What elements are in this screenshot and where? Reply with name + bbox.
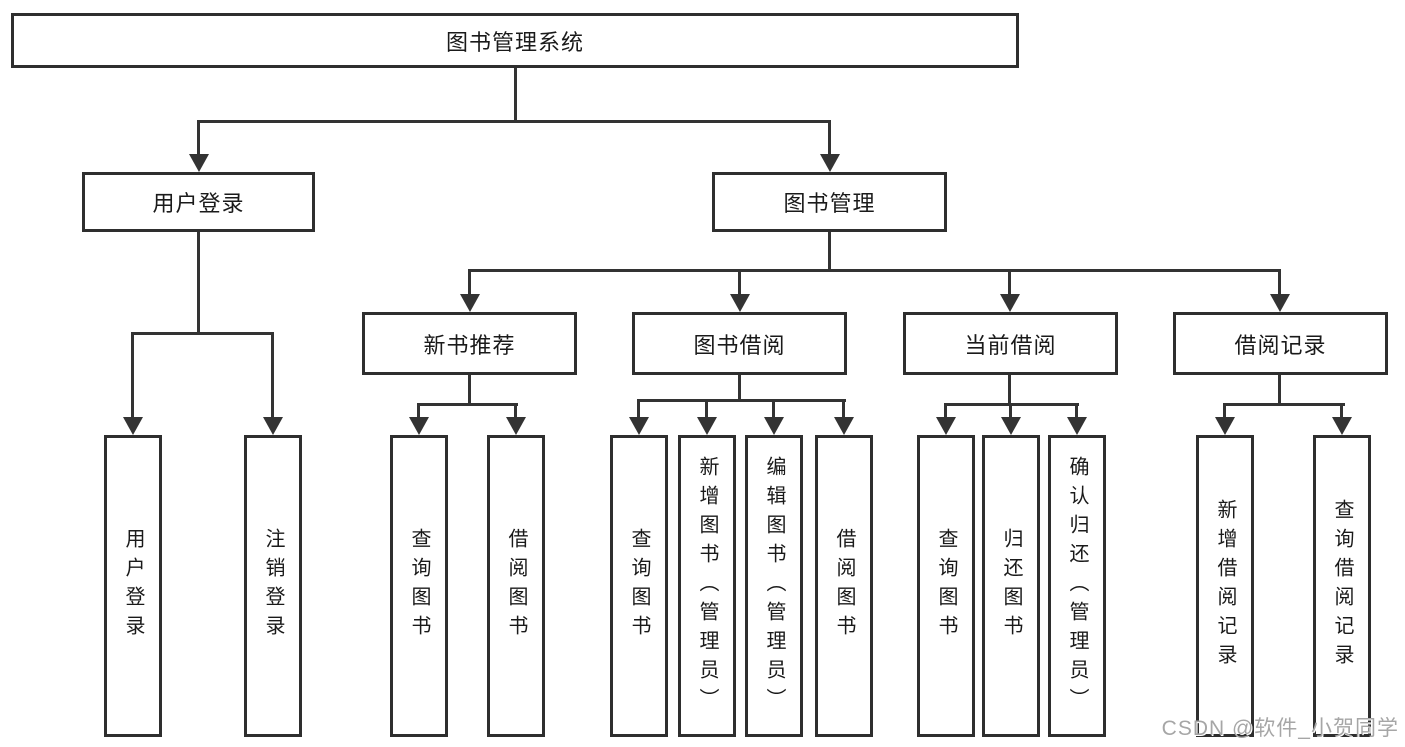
connector-hline [197,120,831,123]
connector-vline [705,399,708,419]
connector-arrow-down [1215,417,1235,435]
leaf-user-login: 用户登录 [104,435,162,737]
node-root: 图书管理系统 [11,13,1019,68]
node-root-label: 图书管理系统 [445,29,584,55]
node-borrow-records-label: 借阅记录 [1234,332,1327,358]
connector-vline [417,403,420,419]
connector-vline [1075,403,1078,419]
connector-arrow-down [409,417,429,435]
connector-arrow-down [460,294,480,312]
leaf-borrow-books: 借阅图书 [815,435,873,737]
connector-vline [1008,375,1011,406]
connector-arrow-down [506,417,526,435]
node-user-login: 用户登录 [82,172,315,232]
connector-arrow-down [697,417,717,435]
connector-vline [1223,403,1226,419]
leaf-query-books-recommend-label: 查询图书 [408,528,430,644]
connector-vline [1278,269,1281,295]
node-new-book-recommend: 新书推荐 [362,312,577,375]
connector-vline [738,269,741,295]
connector-arrow-down [263,417,283,435]
connector-vline [197,232,200,335]
connector-vline [772,399,775,419]
connector-vline [271,332,274,418]
connector-vline [738,375,741,402]
leaf-edit-book-admin-label: 编辑图书（管理员） [763,455,785,717]
connector-vline [514,403,517,419]
connector-hline [637,399,846,402]
connector-arrow-down [1270,294,1290,312]
leaf-add-borrow-record: 新增借阅记录 [1196,435,1254,737]
connector-arrow-down [123,417,143,435]
connector-vline [131,332,134,418]
connector-arrow-down [820,154,840,172]
node-user-login-label: 用户登录 [152,191,245,216]
leaf-logout-label: 注销登录 [262,528,284,644]
leaf-query-borrow-record-label: 查询借阅记录 [1331,499,1353,673]
node-borrow-records: 借阅记录 [1173,312,1388,375]
leaf-edit-book-admin: 编辑图书（管理员） [745,435,803,737]
leaf-add-book-admin-label: 新增图书（管理员） [696,455,718,717]
connector-arrow-down [730,294,750,312]
connector-hline [1223,403,1345,406]
connector-arrow-down [1067,417,1087,435]
connector-vline [1008,269,1011,295]
leaf-confirm-return-admin-label: 确认归还（管理员） [1066,455,1088,717]
leaf-add-borrow-record-label: 新增借阅记录 [1214,499,1236,673]
connector-vline [828,232,831,272]
leaf-confirm-return-admin: 确认归还（管理员） [1048,435,1106,737]
connector-hline [468,269,1281,272]
leaf-query-books-borrow: 查询图书 [610,435,668,737]
node-current-borrow-label: 当前借阅 [964,332,1057,358]
connector-arrow-down [1332,417,1352,435]
connector-hline [417,403,518,406]
connector-arrow-down [189,154,209,172]
leaf-return-books-label: 归还图书 [1000,528,1022,644]
leaf-query-books-current: 查询图书 [917,435,975,737]
connector-vline [944,403,947,419]
leaf-query-borrow-record: 查询借阅记录 [1313,435,1371,737]
leaf-query-books-current-label: 查询图书 [935,528,957,644]
connector-arrow-down [834,417,854,435]
connector-arrow-down [936,417,956,435]
leaf-add-book-admin: 新增图书（管理员） [678,435,736,737]
connector-vline [1340,403,1343,419]
watermark-text: CSDN @软件_小贺同学 [1161,717,1399,740]
connector-vline [828,120,831,155]
connector-arrow-down [629,417,649,435]
connector-arrow-down [764,417,784,435]
leaf-logout: 注销登录 [244,435,302,737]
connector-vline [468,269,471,295]
connector-vline [1278,375,1281,406]
leaf-query-books-borrow-label: 查询图书 [628,528,650,644]
node-book-borrow: 图书借阅 [632,312,847,375]
leaf-return-books: 归还图书 [982,435,1040,737]
connector-vline [637,399,640,419]
connector-vline [197,120,200,155]
connector-vline [514,68,517,120]
leaf-borrow-books-recommend: 借阅图书 [487,435,545,737]
connector-hline [131,332,274,335]
connector-vline [1009,403,1012,419]
leaf-query-books-recommend: 查询图书 [390,435,448,737]
node-new-book-recommend-label: 新书推荐 [423,332,516,358]
node-current-borrow: 当前借阅 [903,312,1118,375]
node-book-borrow-label: 图书借阅 [693,332,786,358]
connector-arrow-down [1000,294,1020,312]
leaf-borrow-books-label: 借阅图书 [833,528,855,644]
node-book-management-label: 图书管理 [783,191,876,216]
leaf-borrow-books-recommend-label: 借阅图书 [505,528,527,644]
connector-vline [468,375,471,406]
connector-arrow-down [1001,417,1021,435]
node-book-management: 图书管理 [712,172,947,232]
connector-vline [842,399,845,419]
leaf-user-login-label: 用户登录 [122,528,144,644]
